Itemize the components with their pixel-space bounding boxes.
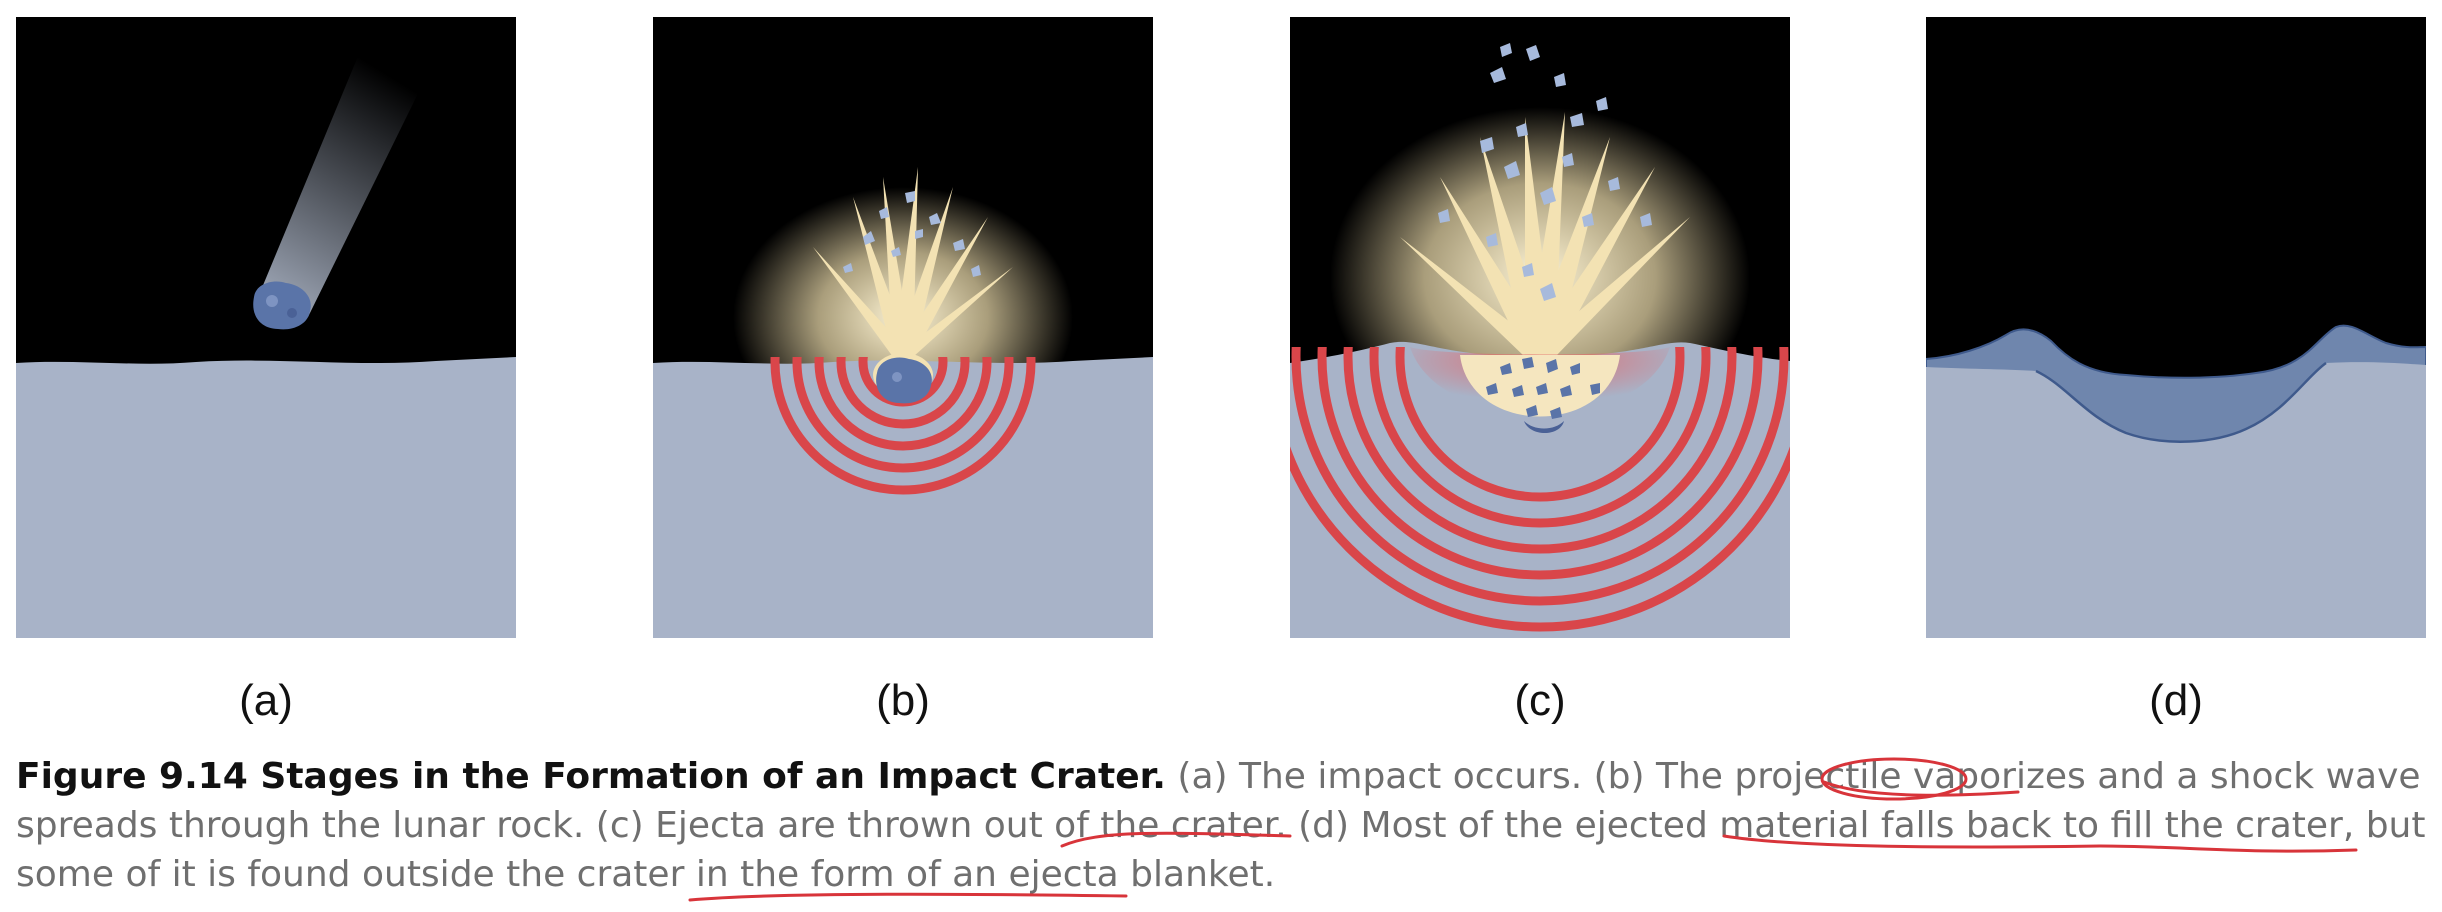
- meteor-icon: [876, 357, 932, 404]
- panel-c-ejecta-thrown: [1290, 17, 1790, 638]
- shock-ring-icon: [1290, 347, 1790, 632]
- panel-label-c: (c): [1514, 676, 1566, 725]
- ejecta-icon: [843, 191, 981, 277]
- explosion-icon: [813, 167, 1013, 357]
- crater-outline: [2035, 361, 2327, 443]
- figure-caption: Figure 9.14 Stages in the Formation of a…: [16, 752, 2436, 899]
- shock-ring-icon: [770, 357, 1036, 495]
- caption-title: Figure 9.14 Stages in the Formation of a…: [16, 756, 1166, 797]
- crater-debris: [1486, 357, 1600, 419]
- meteor-trail: [254, 37, 436, 317]
- panel-b-illustration: [653, 17, 1153, 638]
- panel-label-b: (b): [876, 676, 930, 725]
- caption-line-3: some of it is found outside the crater i…: [16, 854, 1276, 895]
- panel-a-illustration: [16, 17, 516, 638]
- meteor-icon: [253, 281, 311, 330]
- panel-c-illustration: [1290, 17, 1790, 638]
- panel-label-d: (d): [2149, 676, 2203, 725]
- panel-d-crater-filled: [1926, 17, 2426, 638]
- ground: [16, 357, 516, 638]
- caption-line-1: Figure 9.14 Stages in the Formation of a…: [16, 752, 2436, 801]
- caption-text-1: (a) The impact occurs. (b) The projectil…: [1165, 756, 2421, 797]
- panel-a-impact-occurs: [16, 17, 516, 638]
- ground: [653, 357, 1153, 638]
- crater-floor-rock: [1524, 421, 1564, 433]
- ground: [1926, 362, 2426, 638]
- ejecta-icon: [1438, 43, 1652, 301]
- panel-b-projectile-vaporizes: [653, 17, 1153, 638]
- caption-line-2: spreads through the lunar rock. (c) Ejec…: [16, 805, 2426, 846]
- panel-d-illustration: [1926, 17, 2426, 638]
- panel-label-a: (a): [239, 676, 293, 725]
